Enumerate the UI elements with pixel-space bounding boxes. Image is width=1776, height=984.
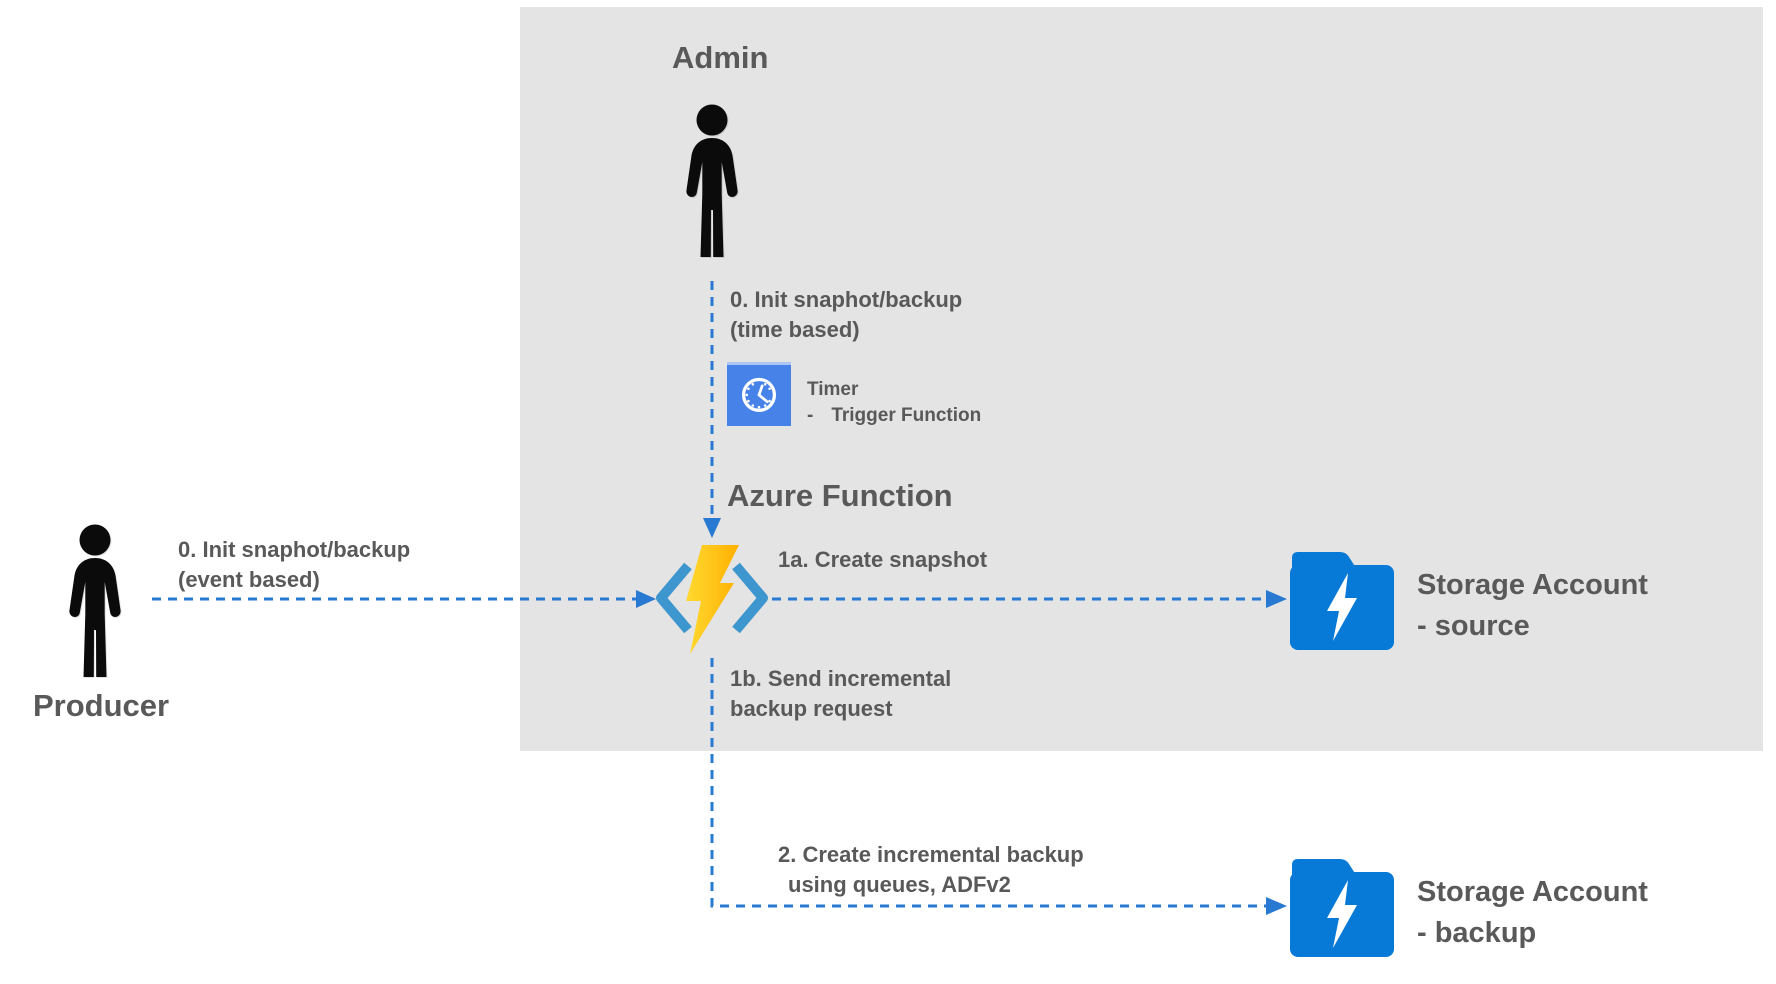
arrowhead-function-to-source [1266, 590, 1287, 608]
step-init-event-line1: 0. Init snaphot/backup [178, 537, 411, 562]
storage-source-line2: - source [1417, 610, 1530, 642]
step-create-snapshot-label: 1a. Create snapshot [778, 547, 988, 572]
producer-label: Producer [33, 688, 170, 723]
lightning-bolt-icon [686, 545, 739, 654]
storage-backup-line1: Storage Account [1417, 876, 1648, 908]
storage-account-source-icon [1290, 552, 1394, 650]
step-init-event-line2: (event based) [178, 567, 320, 592]
step-create-incremental-line2: using queues, ADFv2 [788, 872, 1011, 897]
arrow-function-to-backup-line [710, 658, 1266, 908]
clock-icon [741, 377, 777, 412]
step-create-incremental-line1: 2. Create incremental backup [778, 842, 1084, 867]
storage-lightning-icon [1327, 880, 1357, 948]
storage-source-line1: Storage Account [1417, 569, 1648, 601]
timer-name: Timer [807, 379, 859, 400]
producer-person-icon [69, 524, 121, 677]
storage-backup-label: Storage Account - backup [1417, 872, 1648, 954]
step-init-time-line1: 0. Init snaphot/backup [730, 287, 963, 312]
storage-source-label: Storage Account - source [1417, 565, 1648, 647]
storage-lightning-icon [1327, 573, 1357, 641]
step-send-incremental-line2: backup request [730, 696, 893, 721]
timer-sub-label: Trigger Function [831, 405, 982, 426]
storage-backup-line2: - backup [1417, 917, 1537, 949]
step-init-time-label: 0. Init snaphot/backup (time based) [730, 285, 962, 345]
step-send-incremental-label: 1b. Send incremental backup request [730, 664, 951, 724]
folder-tab [1292, 859, 1356, 875]
arrowhead-producer-to-function [636, 590, 656, 608]
azure-function-icon [656, 545, 768, 654]
step-init-time-line2: (time based) [730, 317, 860, 342]
arrowhead-function-to-backup [1266, 897, 1287, 915]
admin-person-icon [686, 104, 738, 257]
folder-tab [1292, 552, 1356, 568]
admin-label: Admin [672, 40, 769, 75]
step-send-incremental-line1: 1b. Send incremental [730, 666, 952, 691]
storage-account-backup-icon [1290, 859, 1394, 957]
code-brackets-icon [656, 562, 768, 634]
arrowhead-admin-to-function [703, 518, 721, 538]
timer-trigger-icon [727, 362, 791, 426]
step-create-incremental-label: 2. Create incremental backup using queue… [778, 840, 1084, 900]
azure-function-title: Azure Function [727, 478, 953, 513]
timer-bullet: - [807, 405, 814, 426]
timer-label: Timer - Trigger Function [807, 377, 981, 429]
step-init-event-label: 0. Init snaphot/backup (event based) [178, 535, 410, 595]
